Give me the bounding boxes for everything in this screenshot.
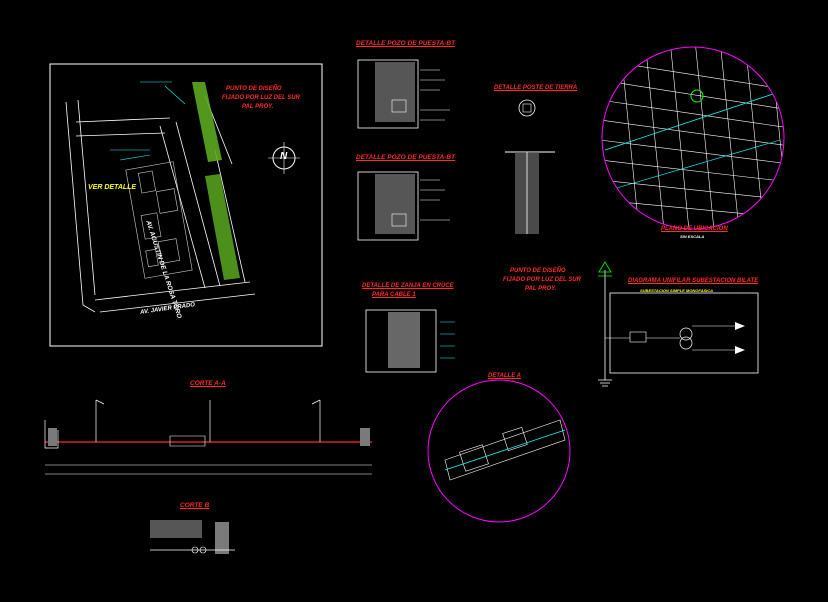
punto-diseno-2-line-1: PUNTO DE DISEÑO xyxy=(510,268,566,274)
detalle-poste-title: DETALLE POSTE DE TIERRA xyxy=(494,85,578,91)
diagrama-unifilar-drawing xyxy=(598,261,759,387)
diagrama-unifilar-subtitle: SUBESTACION SIMPLE MONOFASICA xyxy=(640,288,714,293)
zanja-drawing xyxy=(365,309,455,373)
plano-ubicacion-map xyxy=(601,46,785,230)
detalle-a-drawing xyxy=(427,379,571,523)
punto-diseno-2-line-2: FIJADO POR LUZ DEL SUR xyxy=(503,277,581,283)
diagrama-unifilar-title: DIAGRAMA UNIFILAR SUBESTACION BILATE xyxy=(628,278,759,284)
corte-b-title: CORTE B xyxy=(180,502,210,509)
zanja-title-line-1: DETALLE DE ZANJA EN CRUCE xyxy=(362,283,454,289)
site-plan xyxy=(65,95,256,313)
plano-ubicacion-subtitle: SIN ESCALA xyxy=(680,234,705,239)
vegetation-strip-top xyxy=(192,82,222,162)
detalle-pozo-2-title: DETALLE POZO DE PUESTA-BT xyxy=(356,154,456,161)
punto-diseno-2-line-3: PAL PROY. xyxy=(525,286,557,292)
detalle-pozo-1-title: DETALLE POZO DE PUESTA-BT xyxy=(356,40,456,47)
punto-diseno-1-line-2: FIJADO POR LUZ DEL SUR xyxy=(222,95,300,101)
ver-detalle-label: VER DETALLE xyxy=(88,184,137,191)
corte-aa-drawing xyxy=(44,399,372,475)
detalle-pozo-2-drawing xyxy=(357,171,450,241)
zanja-title-line-2: PARA CABLE 1 xyxy=(372,292,416,298)
corte-aa-title: CORTE A-A xyxy=(190,380,226,387)
punto-diseno-1-line-3: PAL PROY. xyxy=(242,104,274,110)
north-label: N xyxy=(280,151,288,162)
detalle-poste-tierra-drawing xyxy=(505,99,555,234)
building-block xyxy=(125,161,193,279)
plano-ubicacion-title: PLANO DE UBICACION xyxy=(661,226,728,232)
vegetation-strip-bottom xyxy=(205,174,240,280)
punto-diseno-1-line-1: PUNTO DE DISEÑO xyxy=(226,86,282,92)
corte-b-drawing xyxy=(150,520,235,554)
plan-cyan-annotations xyxy=(110,81,186,161)
detalle-pozo-1-drawing xyxy=(357,59,450,129)
north-arrow-icon xyxy=(268,142,300,174)
detalle-a-title: DETALLE A xyxy=(488,373,521,379)
plan-frame xyxy=(49,63,323,347)
